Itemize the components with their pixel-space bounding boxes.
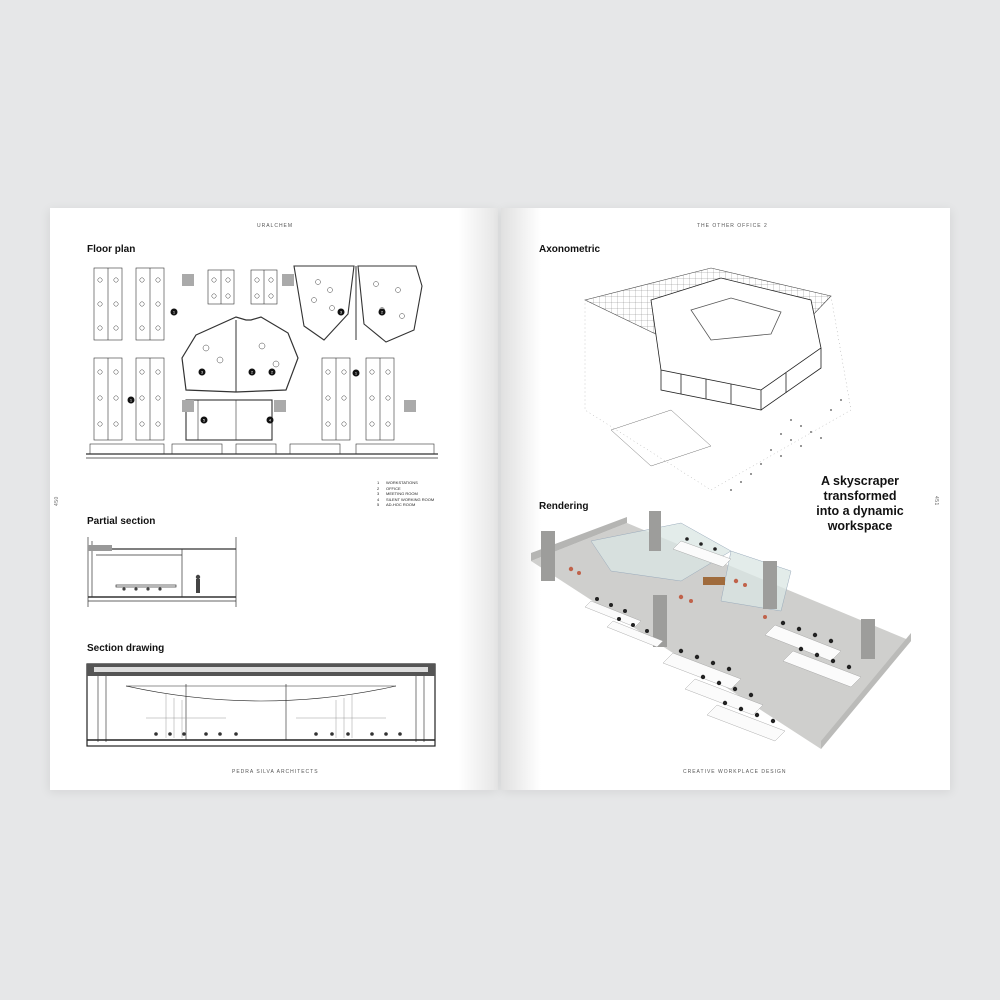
- right-page: THE OTHER OFFICE 2 Axonometric: [501, 208, 950, 790]
- headline-line: transformed: [823, 489, 897, 503]
- headline: A skyscraper transformed into a dynamic …: [797, 474, 923, 534]
- right-running-footer: CREATIVE WORKPLACE DESIGN: [683, 769, 787, 775]
- marker-workstations-a: 1: [173, 310, 176, 315]
- rendering-title: Rendering: [539, 501, 589, 512]
- floor-plan-drawing: 1 1 1 2 2 2 3 3 4 5: [86, 265, 438, 459]
- marker-silent-room: 4: [269, 418, 272, 423]
- rendering-image: [531, 511, 911, 749]
- marker-office-c: 2: [271, 370, 274, 375]
- axonometric-drawing: [584, 267, 852, 491]
- left-running-footer: PEDRA SILVA ARCHITECTS: [232, 769, 319, 775]
- headline-line: into a dynamic: [816, 504, 904, 518]
- left-gutter-shadow: [458, 208, 498, 790]
- marker-office-a: 2: [381, 310, 384, 315]
- marker-adhoc-room: 5: [203, 418, 206, 423]
- partial-section-title: Partial section: [87, 516, 156, 527]
- floor-plan-title: Floor plan: [87, 244, 136, 255]
- marker-workstations-c: 1: [355, 371, 358, 376]
- marker-meeting-a: 3: [340, 310, 343, 315]
- book-spread: URALCHEM Floor plan: [50, 208, 950, 790]
- marker-office-b: 2: [251, 370, 254, 375]
- right-folio: 451: [933, 496, 939, 506]
- left-running-header: URALCHEM: [257, 223, 294, 229]
- headline-line: workspace: [827, 519, 893, 533]
- axonometric-title: Axonometric: [539, 244, 601, 255]
- right-running-header: THE OTHER OFFICE 2: [697, 223, 768, 229]
- section-drawing-title: Section drawing: [87, 643, 165, 654]
- headline-line: A skyscraper: [820, 474, 900, 488]
- partial-section-drawing: [87, 537, 237, 607]
- left-page: URALCHEM Floor plan: [50, 208, 498, 790]
- section-drawing: [86, 663, 436, 747]
- marker-workstations-b: 1: [130, 398, 133, 403]
- right-gutter-shadow: [501, 208, 541, 790]
- marker-meeting-b: 3: [201, 370, 204, 375]
- left-folio: 450: [54, 496, 60, 506]
